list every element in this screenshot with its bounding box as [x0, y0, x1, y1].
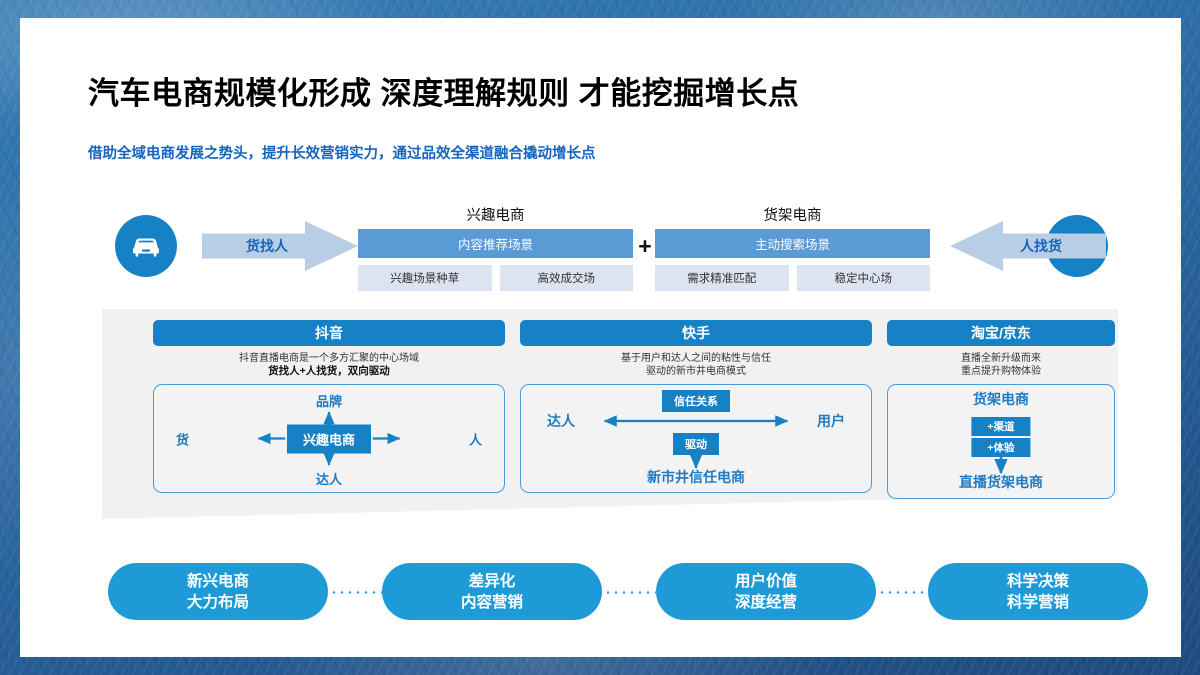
platform-diagram-douyin: 品牌 货 兴趣电商 人 达人	[153, 384, 505, 493]
car-icon	[115, 215, 177, 277]
douyin-node-people: 人	[468, 432, 482, 447]
pill-line-1: 新兴电商	[186, 572, 249, 590]
platform-desc-kuaishou: 基于用户和达人之间的粘性与信任 驱动的新市井电商模式	[520, 352, 872, 378]
flow-column-shelf-ecommerce: 货架电商 主动搜索场景 需求精准匹配 稳定中心场	[655, 204, 930, 291]
flow-chip: 兴趣场景种草	[358, 265, 492, 291]
pill-line-1: 科学决策	[1006, 572, 1069, 590]
platform-title-douyin: 抖音	[153, 320, 505, 346]
page-title: 汽车电商规模化形成 深度理解规则 才能挖掘增长点	[88, 76, 800, 111]
flow-chip: 稳定中心场	[796, 265, 930, 291]
flow-chip: 高效成交场	[499, 265, 633, 291]
douyin-node-goods: 货	[176, 432, 190, 447]
taobao-node-exp: +体验	[971, 438, 1031, 457]
kuaishou-node-user: 用户	[817, 413, 845, 429]
platform-title-taobao-jd: 淘宝/京东	[887, 320, 1115, 346]
platform-desc-douyin: 抖音直播电商是一个多方汇聚的中心场域 货找人+人找货，双向驱动	[153, 352, 505, 378]
douyin-node-center: 兴趣电商	[286, 424, 372, 453]
pill-line-1: 用户价值	[734, 572, 797, 590]
pill-line-1: 差异化	[468, 572, 516, 590]
taobao-node-shelf: 货架电商	[973, 391, 1029, 407]
page-subtitle: 借助全域电商发展之势头，提升长效营销实力，通过品效全渠道融合撬动增长点	[88, 146, 596, 162]
pill-scientific-decision[interactable]: 科学决策 科学营销	[928, 563, 1148, 620]
plus-icon: +	[638, 233, 652, 259]
platform-diagram-kuaishou: 信任关系 驱动 达人 用户 新市井信任电商	[520, 384, 872, 493]
pill-line-2: 深度经营	[734, 593, 797, 611]
flow-caption: 货架电商	[763, 208, 822, 224]
desc-line-1: 基于用户和达人之间的粘性与信任	[621, 353, 771, 364]
pill-line-2: 大力布局	[186, 593, 249, 611]
flow-chip-group: 兴趣场景种草 高效成交场	[358, 265, 633, 291]
kuaishou-node-drive: 驱动	[673, 433, 719, 455]
flow-chip: 需求精准匹配	[655, 265, 789, 291]
flow-chip-group: 需求精准匹配 稳定中心场	[655, 265, 930, 291]
kuaishou-node-talent: 达人	[547, 413, 575, 429]
desc-line-2: 货找人+人找货，双向驱动	[268, 365, 390, 377]
slide-card: 汽车电商规模化形成 深度理解规则 才能挖掘增长点 借助全域电商发展之势头，提升长…	[20, 18, 1181, 657]
desc-line-1: 抖音直播电商是一个多方汇聚的中心场域	[239, 353, 419, 364]
pill-connector-dots	[878, 591, 930, 594]
platform-column-douyin: 抖音 抖音直播电商是一个多方汇聚的中心场域 货找人+人找货，双向驱动	[153, 320, 505, 493]
desc-line-2: 驱动的新市井电商模式	[646, 366, 746, 377]
taobao-node-result: 直播货架电商	[959, 474, 1043, 490]
douyin-node-brand: 品牌	[315, 394, 343, 409]
pill-line-2: 科学营销	[1006, 593, 1069, 611]
pill-line-2: 内容营销	[460, 593, 523, 611]
pill-user-value[interactable]: 用户价值 深度经营	[656, 563, 876, 620]
kuaishou-node-result: 新市井信任电商	[647, 469, 745, 485]
flow-caption: 兴趣电商	[466, 208, 525, 224]
flow-bar: 内容推荐场景	[358, 229, 633, 258]
pill-connector-dots	[604, 591, 656, 594]
desc-line-2: 重点提升购物体验	[961, 366, 1041, 377]
pill-differentiation[interactable]: 差异化 内容营销	[382, 563, 602, 620]
douyin-node-talent: 达人	[315, 472, 343, 487]
kuaishou-node-trust: 信任关系	[662, 390, 730, 412]
flow-column-interest-ecommerce: 兴趣电商 内容推荐场景 兴趣场景种草 高效成交场	[358, 204, 633, 291]
arrow-people-label: 人找货	[1020, 238, 1062, 254]
platform-title-kuaishou: 快手	[520, 320, 872, 346]
platform-desc-taobao-jd: 直播全新升级而来 重点提升购物体验	[887, 352, 1115, 378]
arrow-goods-label: 货找人	[246, 238, 288, 254]
platform-column-taobao-jd: 淘宝/京东 直播全新升级而来 重点提升购物体验 货架电商 +渠道 +体验 直播货…	[887, 320, 1115, 499]
platform-column-kuaishou: 快手 基于用户和达人之间的粘性与信任 驱动的新市井电商模式 信任关系 驱	[520, 320, 872, 493]
summary-pill-row: 新兴电商 大力布局 差异化 内容营销 用户价值 深度经营 科学决策 科学营销	[108, 563, 1148, 625]
taobao-node-channel: +渠道	[971, 417, 1031, 436]
flow-bar: 主动搜索场景	[655, 229, 930, 258]
desc-line-1: 直播全新升级而来	[961, 353, 1041, 364]
platform-diagram-taobao-jd: 货架电商 +渠道 +体验 直播货架电商	[887, 384, 1115, 499]
pill-emerging-ecommerce[interactable]: 新兴电商 大力布局	[108, 563, 328, 620]
pill-connector-dots	[330, 591, 382, 594]
arrow-goods-find-people: 货找人	[202, 221, 358, 271]
